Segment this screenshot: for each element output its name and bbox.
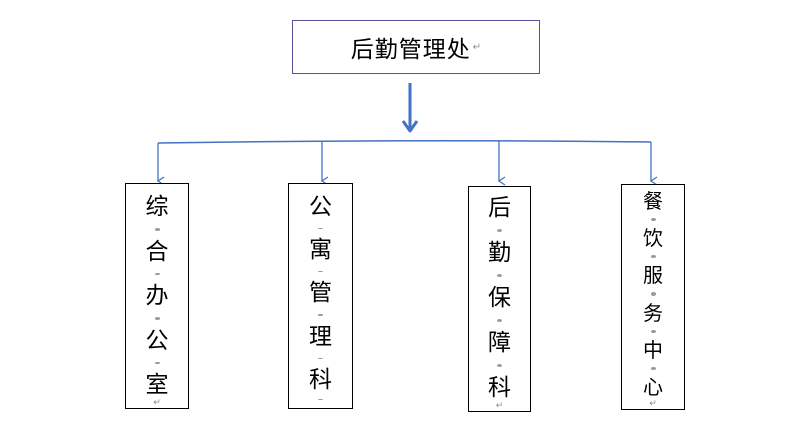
separator-dot xyxy=(154,272,160,275)
separator-dot xyxy=(650,366,656,371)
child-char: 餐 xyxy=(643,189,663,213)
bus-line xyxy=(157,139,652,144)
child-char: 服 xyxy=(643,263,663,288)
separator-dot xyxy=(497,274,502,277)
child-char: 中 xyxy=(643,337,663,362)
child-char: 饮 xyxy=(643,226,663,251)
child-node-4: 餐 饮 服 务 中 心 ↵ xyxy=(621,184,685,410)
separator-dot xyxy=(154,228,160,231)
child-char: 管 xyxy=(309,280,332,307)
paragraph-mark-icon: ↵ xyxy=(472,41,482,53)
root-label: 后勤管理处 xyxy=(350,37,471,63)
child-char: 务 xyxy=(643,300,663,325)
child-node-1: 综 合 办 公 室 ↵ xyxy=(125,183,189,409)
separator-dot xyxy=(318,271,323,273)
child-char: 合 xyxy=(145,238,169,265)
child-char: 公 xyxy=(309,194,332,220)
separator-dot xyxy=(650,329,656,333)
child-char: 保 xyxy=(488,285,511,311)
paragraph-mark-icon: ↵ xyxy=(153,398,161,408)
separator-dot xyxy=(650,255,656,259)
child-char: 理 xyxy=(309,323,332,350)
separator-dot xyxy=(318,314,323,316)
child-char: 科 xyxy=(309,366,332,393)
separator-dot xyxy=(154,317,160,320)
child-char: 综 xyxy=(145,194,169,220)
child-char: 后 xyxy=(488,195,511,221)
child-node-2: 公 寓 管 理 科 xyxy=(288,183,353,409)
separator-dot xyxy=(318,398,323,401)
paragraph-mark-icon: ↵ xyxy=(495,401,504,411)
separator-dot xyxy=(318,357,323,359)
root-node: 后勤管理处 ↵ xyxy=(292,20,540,74)
child-char: 寓 xyxy=(309,237,332,264)
paragraph-mark-icon: ↵ xyxy=(649,399,657,410)
separator-dot xyxy=(650,218,656,222)
separator-dot xyxy=(154,361,160,364)
separator-dot xyxy=(497,364,502,367)
separator-dot xyxy=(497,319,502,322)
child-char: 科 xyxy=(488,375,511,401)
child-char: 勤 xyxy=(488,240,511,266)
child-node-3: 后 勤 保 障 科 ↵ xyxy=(468,186,531,412)
child-label-1: 综 合 办 公 室 ↵ xyxy=(126,184,188,408)
separator-dot xyxy=(318,228,323,230)
child-label-4: 餐 饮 服 务 中 心 ↵ xyxy=(622,185,684,409)
child-label-2: 公 寓 管 理 科 xyxy=(289,184,352,408)
child-char: 室 xyxy=(145,372,169,398)
child-label-3: 后 勤 保 障 科 ↵ xyxy=(469,187,530,411)
child-char: 办 xyxy=(145,283,169,309)
child-char: 心 xyxy=(643,375,663,400)
separator-dot xyxy=(650,292,656,296)
main-arrow-head xyxy=(401,120,419,133)
separator-dot xyxy=(497,229,502,232)
child-char: 障 xyxy=(488,330,511,356)
child-char: 公 xyxy=(145,327,169,354)
